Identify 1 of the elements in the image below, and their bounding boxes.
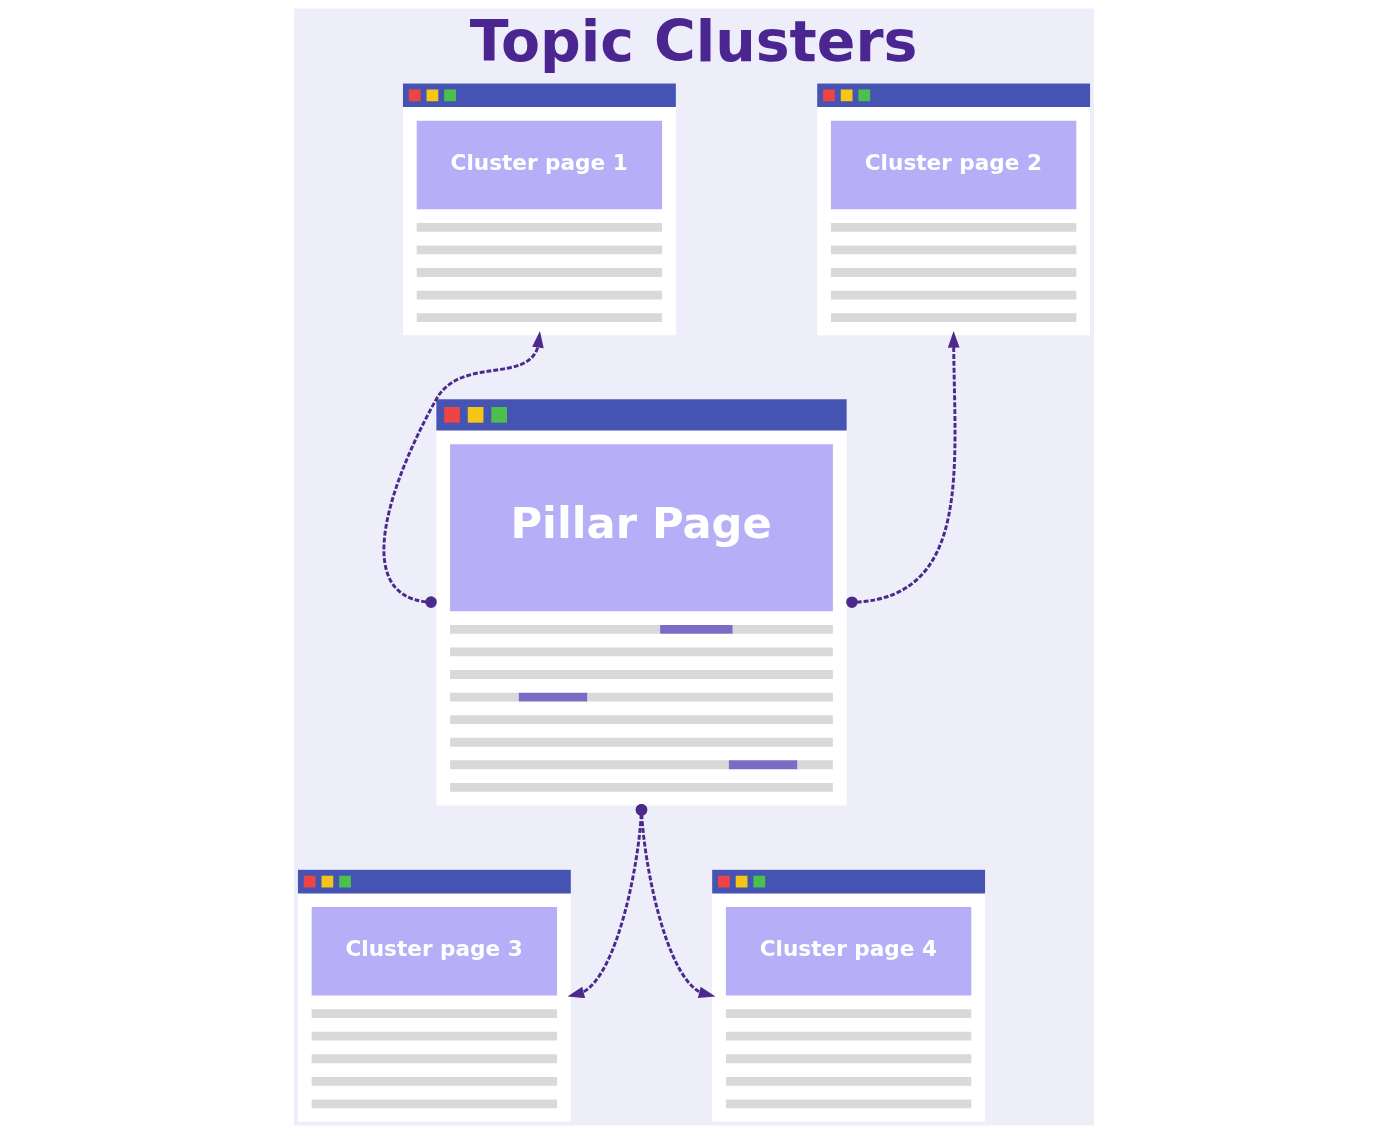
diagram-title: Topic Clusters <box>469 7 917 74</box>
